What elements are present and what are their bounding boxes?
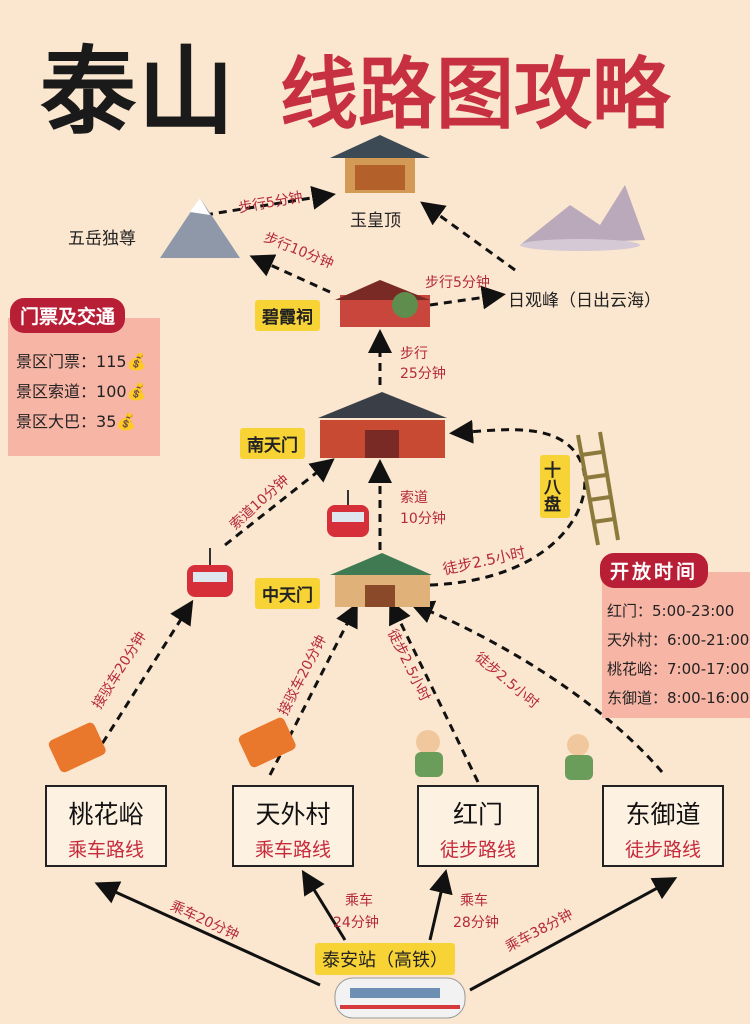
gate-zhongtianmen-icon xyxy=(330,553,432,607)
cable-car-icon xyxy=(327,490,369,537)
title-sub: 线路图攻略 xyxy=(280,49,671,140)
ticket-row: 景区门票：115💰 xyxy=(16,348,160,372)
spot-wuyuedunzun: 五岳独尊 xyxy=(68,229,136,249)
spot-yuhuangding: 玉皇顶 xyxy=(350,211,401,231)
bus-icon xyxy=(238,717,296,768)
hours-value: 5:00-23:00 xyxy=(652,602,735,620)
ticket-value: 115 xyxy=(96,352,127,371)
arrow-hongmen-zhong xyxy=(389,599,480,783)
route-label: 24分钟 xyxy=(333,915,379,931)
ticket-row: 景区索道：100💰 xyxy=(16,378,160,402)
tickets-title: 门票及交通 xyxy=(10,298,126,333)
tickets-panel: 景区门票：115💰 景区索道：100💰 景区大巴：35💰 xyxy=(8,318,160,456)
arrow-st-taohua xyxy=(94,881,321,987)
spot-zhongtianmen: 中天门 xyxy=(255,578,320,609)
hours-label: 天外村： xyxy=(607,631,668,649)
route-label: 25分钟 xyxy=(400,366,446,382)
route-label: 10分钟 xyxy=(400,511,446,527)
entrance-name: 红门 xyxy=(452,800,503,829)
hours-label: 东御道： xyxy=(607,689,668,707)
hiker-icon xyxy=(565,734,593,780)
spot-bixiaci: 碧霞祠 xyxy=(255,300,320,331)
money-bag-icon: 💰 xyxy=(116,412,137,431)
ticket-label: 景区索道： xyxy=(16,382,97,401)
route-label: 乘车 xyxy=(345,893,373,909)
arrow-wuyue-top xyxy=(204,185,336,217)
route-label: 步行 xyxy=(400,346,428,362)
arrow-st-hongmen xyxy=(428,869,453,941)
ticket-label: 景区门票： xyxy=(16,352,97,371)
bus-icon xyxy=(48,722,106,773)
hours-row: 红门：5:00-23:00 xyxy=(607,600,750,621)
ticket-value: 100 xyxy=(96,382,127,401)
hours-label: 红门： xyxy=(607,602,653,620)
spot-nantianmen: 南天门 xyxy=(240,428,305,459)
arrow-st-tianwai xyxy=(301,869,347,941)
arrow-bixia-riguan xyxy=(429,285,506,310)
arrow-taohua-cable xyxy=(93,599,194,756)
hours-value: 8:00-16:00 xyxy=(667,689,750,707)
entrance-type: 徒步路线 xyxy=(439,839,516,861)
entrance-type: 乘车路线 xyxy=(67,839,144,861)
entrance-dongyudao[interactable]: 东御道徒步路线 xyxy=(602,785,724,867)
temple-bixiaci-icon xyxy=(335,280,430,327)
route-label: 索道 xyxy=(400,490,428,506)
temple-yuhuangding-icon xyxy=(330,135,430,193)
arrow-shibapan xyxy=(429,419,587,587)
entrance-taohuayu[interactable]: 桃花峪乘车路线 xyxy=(45,785,167,867)
ladder-icon xyxy=(576,431,620,546)
mountain-icon xyxy=(160,198,240,258)
ticket-row: 景区大巴：35💰 xyxy=(16,408,160,432)
route-label: 28分钟 xyxy=(453,915,499,931)
entrance-type: 乘车路线 xyxy=(254,839,331,861)
cloud-mountain-icon xyxy=(520,185,645,251)
entrance-name: 天外村 xyxy=(255,800,331,829)
entrance-name: 东御道 xyxy=(625,800,701,829)
gate-nantianmen-icon xyxy=(318,392,447,458)
spot-riguanfeng: 日观峰（日出云海） xyxy=(508,291,661,311)
hours-label: 桃花峪： xyxy=(607,660,668,678)
hours-row: 东御道：8:00-16:00 xyxy=(607,687,750,708)
spot-shibapan: 十八盘 xyxy=(540,455,570,518)
ticket-value: 35 xyxy=(96,412,117,431)
hours-row: 天外村：6:00-21:00 xyxy=(607,629,750,650)
hours-title: 开放时间 xyxy=(600,553,709,588)
route-label: 乘车 xyxy=(460,893,488,909)
spot-station: 泰安站（高铁） xyxy=(315,943,455,975)
ticket-label: 景区大巴： xyxy=(16,412,97,431)
entrance-tianwaicun[interactable]: 天外村乘车路线 xyxy=(232,785,354,867)
hours-row: 桃花峪：7:00-17:00 xyxy=(607,658,750,679)
title-main: 泰山 xyxy=(40,35,236,148)
hours-value: 6:00-21:00 xyxy=(667,631,750,649)
arrow-riguan-top xyxy=(420,201,516,272)
money-bag-icon: 💰 xyxy=(126,352,147,371)
arrow-st-dongyu xyxy=(469,877,678,992)
entrance-hongmen[interactable]: 红门徒步路线 xyxy=(417,785,539,867)
hiker-icon xyxy=(415,730,443,777)
hours-value: 7:00-17:00 xyxy=(667,660,750,678)
entrance-name: 桃花峪 xyxy=(68,800,144,829)
route-label: 步行5分钟 xyxy=(425,275,490,291)
cable-car-icon xyxy=(187,548,233,597)
train-icon xyxy=(334,977,466,1019)
money-bag-icon: 💰 xyxy=(126,382,147,401)
entrance-type: 徒步路线 xyxy=(624,839,701,861)
hours-panel: 红门：5:00-23:00 天外村：6:00-21:00 桃花峪：7:00-17… xyxy=(602,572,750,718)
